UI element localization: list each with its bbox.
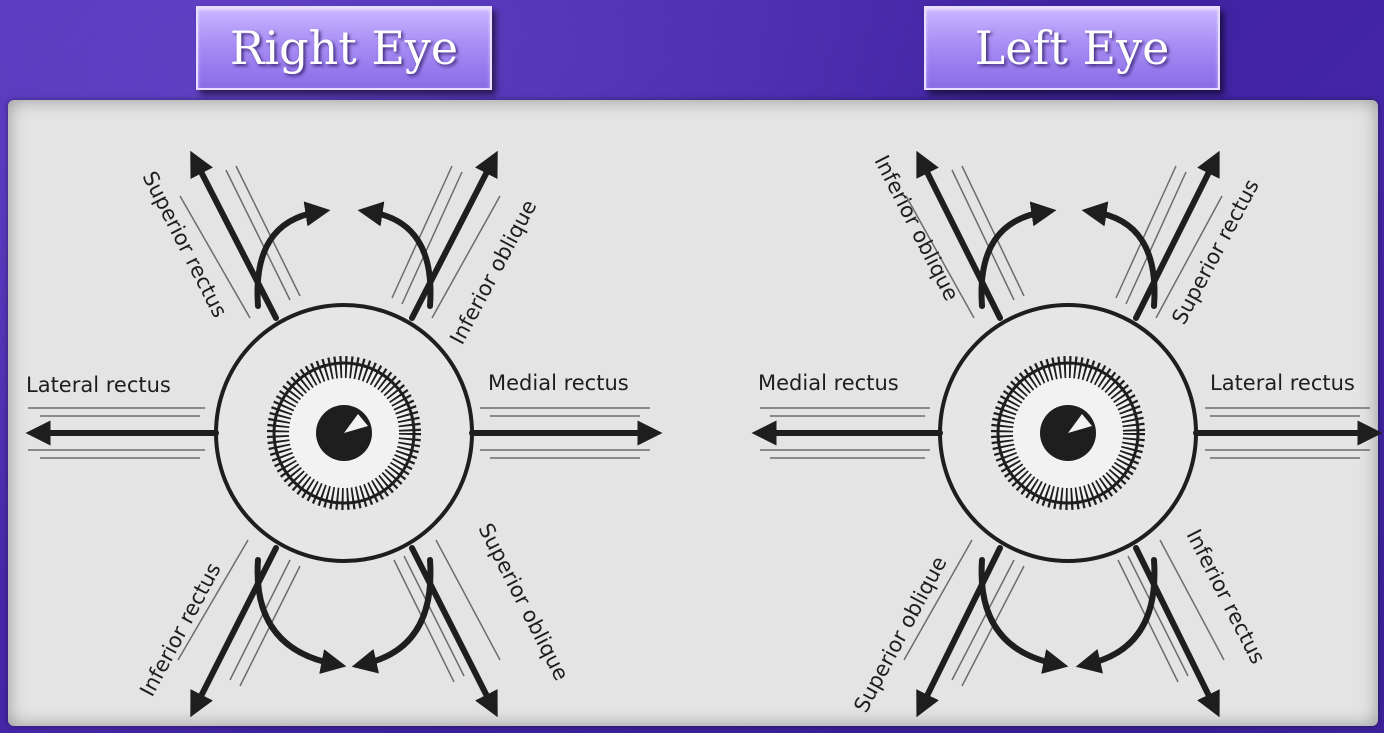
right-superior-oblique-label: Superior oblique bbox=[474, 519, 574, 684]
right-eye-diagram: Lateral rectus Medial rectus Superior re… bbox=[26, 162, 650, 706]
right-inferior-oblique-rotation-arrow bbox=[370, 212, 431, 306]
right-superior-rectus-label: Superior rectus bbox=[138, 167, 232, 321]
left-superior-rectus-rotation-arrow bbox=[1094, 212, 1155, 306]
right-superior-rectus-rotation-arrow bbox=[258, 212, 319, 306]
right-superior-oblique-arrow bbox=[412, 548, 492, 706]
left-superior-oblique-label: Superior oblique bbox=[849, 552, 951, 716]
left-eye-diagram: Medial rectus Lateral rectus Inferior ob… bbox=[758, 151, 1370, 716]
right-lateral-rectus-label: Lateral rectus bbox=[26, 373, 171, 397]
left-lateral-rectus-label: Lateral rectus bbox=[1210, 371, 1355, 395]
left-inferior-rectus-rotation-arrow bbox=[1088, 560, 1154, 664]
left-inferior-rectus-label: Inferior rectus bbox=[1182, 525, 1270, 667]
left-medial-rectus-label: Medial rectus bbox=[758, 371, 899, 395]
right-medial-rectus-label: Medial rectus bbox=[488, 371, 629, 395]
left-superior-rectus-label: Superior rectus bbox=[1167, 175, 1264, 328]
left-inferior-oblique-label: Inferior oblique bbox=[870, 151, 964, 304]
right-superior-oblique-rotation-arrow bbox=[364, 560, 430, 664]
